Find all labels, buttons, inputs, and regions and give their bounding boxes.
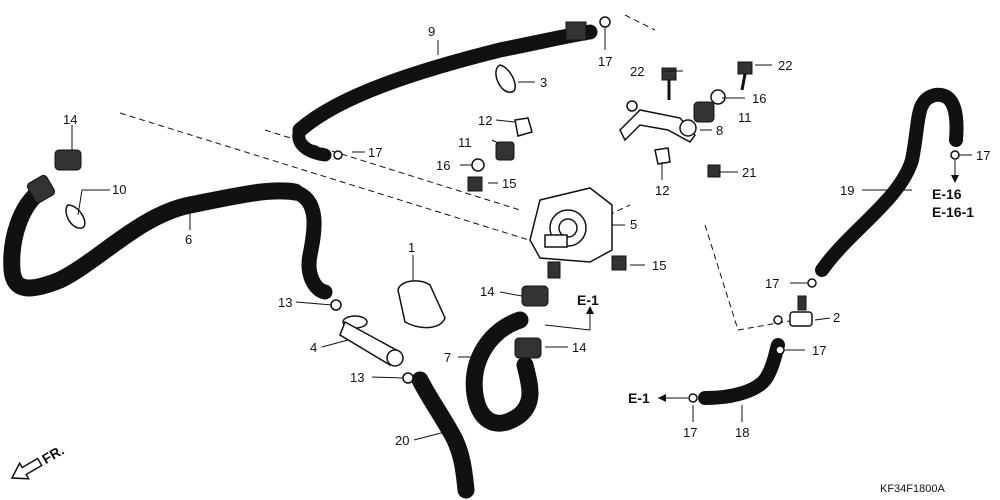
label-17-fitting-bottom: 17 (812, 343, 826, 358)
front-arrow-icon (10, 457, 43, 480)
direction-label: FR. (39, 442, 67, 467)
label-16-right: 16 (752, 91, 766, 106)
label-15-right: 15 (652, 258, 666, 273)
bracket-8 (619, 100, 697, 143)
label-1: 1 (408, 240, 415, 255)
ref-e1-bottom: E-1 (628, 390, 650, 406)
section-references: E-1 E-1 E-16 E-16-1 (577, 186, 974, 406)
label-14-lower: 14 (572, 340, 586, 355)
label-15-left: 15 (502, 176, 516, 191)
label-2: 2 (833, 310, 840, 325)
label-16-left: 16 (436, 158, 450, 173)
ref-e1-center: E-1 (577, 292, 599, 308)
hose-9 (292, 21, 598, 162)
label-17-bottom: 17 (683, 425, 697, 440)
filter-cover-1 (397, 280, 446, 329)
label-21: 21 (742, 165, 756, 180)
label-5: 5 (630, 217, 637, 232)
label-6: 6 (185, 232, 192, 247)
hose-20 (411, 371, 475, 499)
label-4: 4 (310, 340, 317, 355)
label-12-right: 12 (655, 183, 669, 198)
diagram-code: KF34F1800A (880, 483, 945, 495)
label-22-right: 22 (778, 58, 792, 73)
front-direction-indicator: FR. (10, 442, 67, 480)
label-17-top: 17 (598, 54, 612, 69)
label-18: 18 (735, 425, 749, 440)
label-10: 10 (112, 182, 126, 197)
label-22-left: 22 (630, 64, 644, 79)
fuel-filter-4 (330, 299, 414, 384)
label-17-fitting-top: 17 (765, 276, 779, 291)
clamps (54, 64, 549, 359)
label-13-lower: 13 (350, 370, 364, 385)
label-17-upper-hose: 17 (368, 145, 382, 160)
hose-7 (465, 311, 539, 432)
label-12-left: 12 (478, 113, 492, 128)
label-9: 9 (428, 24, 435, 39)
label-3: 3 (540, 75, 547, 90)
label-11-right: 11 (738, 110, 752, 125)
part-number-labels: 1 2 3 4 5 6 7 8 9 10 11 11 12 12 13 13 1… (63, 24, 990, 448)
ref-e16: E-16 (932, 186, 962, 202)
label-20: 20 (395, 433, 409, 448)
hose-19 (815, 87, 964, 277)
hose-6 (3, 174, 333, 300)
hose-18 (698, 338, 785, 405)
label-13-upper: 13 (278, 295, 292, 310)
fitting-2 (773, 295, 813, 327)
ref-e16-1: E-16-1 (932, 204, 974, 220)
label-11-left: 11 (458, 135, 472, 150)
leader-lines (71, 28, 972, 441)
label-8: 8 (716, 123, 723, 138)
label-14-center: 14 (480, 284, 494, 299)
label-7: 7 (444, 350, 451, 365)
fuel-pump-5 (529, 187, 613, 279)
label-17-right: 17 (976, 148, 990, 163)
label-14-left: 14 (63, 112, 77, 127)
label-19: 19 (840, 183, 854, 198)
